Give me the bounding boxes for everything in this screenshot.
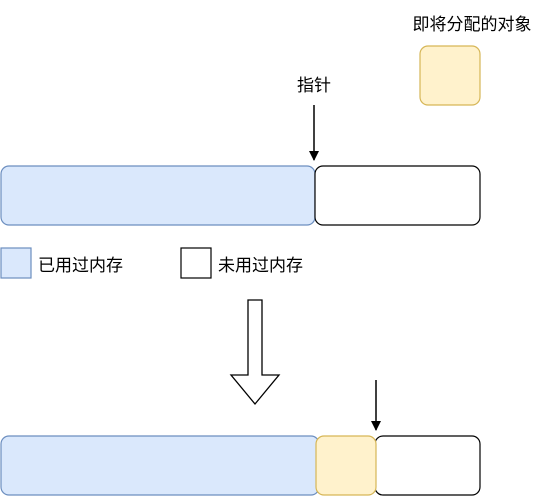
legend-used-label: 已用过内存 [38,256,123,276]
memory-used-segment-top [0,165,316,226]
memory-used-segment-bottom [0,435,320,496]
memory-unused-segment-top [314,165,481,226]
object-to-allocate-box [419,45,481,106]
allocated-object-segment [315,435,377,496]
legend-unused-label: 未用过内存 [218,256,303,276]
object-to-allocate-label: 即将分配的对象 [413,15,532,35]
transition-down-arrow-icon [229,299,281,406]
legend-unused-swatch [180,247,212,279]
pointer-label: 指针 [297,76,331,96]
legend-used-swatch [0,247,32,279]
memory-unused-segment-bottom [374,435,481,496]
